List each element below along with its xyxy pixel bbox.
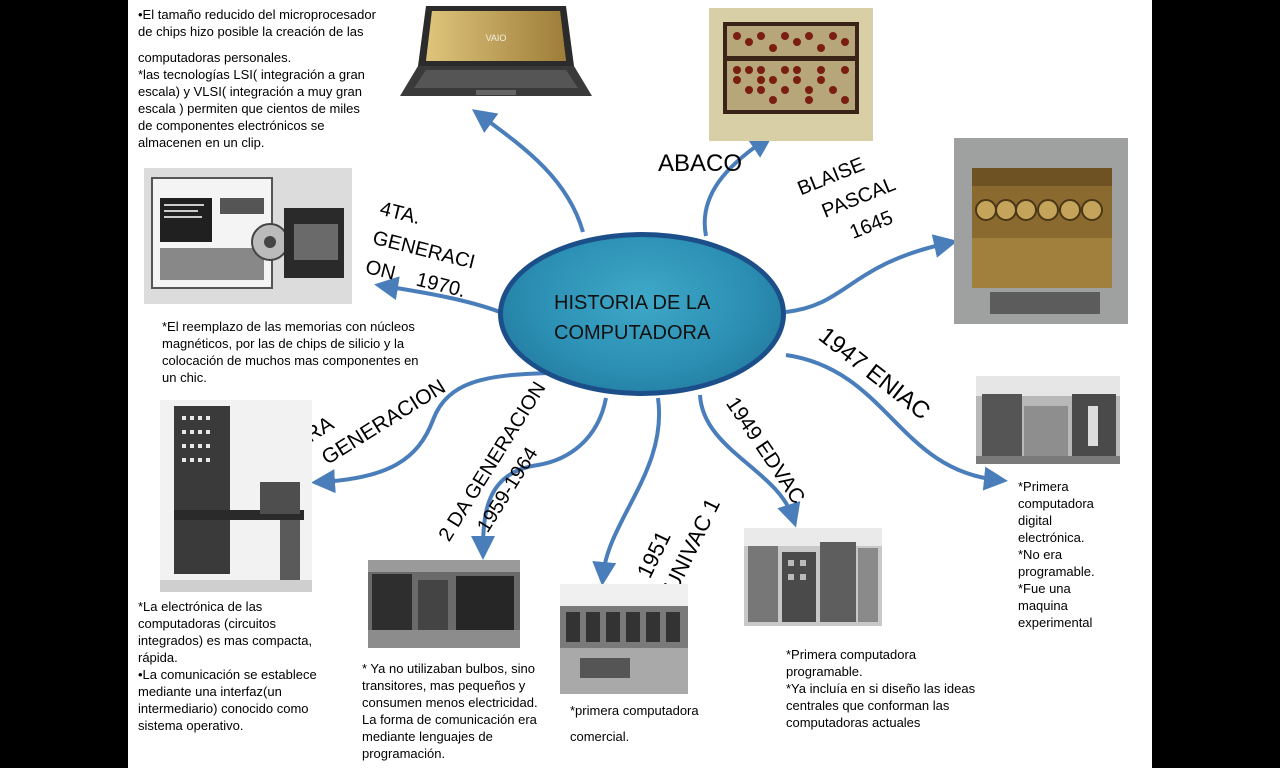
cuarta-desc-line: un chic. [162, 370, 207, 385]
edvac-image [744, 528, 882, 626]
segunda-desc-line: La forma de comunicación era [362, 712, 537, 727]
eniac-desc-line: *Primera [1018, 479, 1069, 494]
central-title-line2: COMPUTADORA [554, 322, 711, 344]
pascaline-image [954, 138, 1128, 324]
eniac-desc-line: electrónica. [1018, 530, 1085, 545]
cuarta-description: *El reemplazo de las memorias con núcleo… [162, 318, 462, 386]
edvac-desc-line: programable. [786, 664, 863, 679]
laptop-image: VAIO [396, 4, 596, 104]
edvac-desc-line: centrales que conforman las [786, 698, 950, 713]
tercera-desc-line: sistema operativo. [138, 718, 244, 733]
arrow-segunda [471, 397, 608, 560]
cuarta-desc-line: *El reemplazo de las memorias con núcleo… [162, 319, 415, 334]
laptop-brand: VAIO [486, 33, 507, 43]
laptop-description: •El tamaño reducido del microprocesador … [138, 6, 398, 151]
tercera-desc-line: computadoras (circuitos [138, 616, 276, 631]
eniac-desc-line: *No era [1018, 547, 1063, 562]
eniac-desc-line: maquina [1018, 598, 1068, 613]
univac-desc-line: comercial. [570, 729, 630, 744]
laptop-desc-line: *las tecnologías LSI( integración a gran [138, 67, 365, 82]
tercera-description: *La electrónica de las computadoras (cir… [138, 598, 358, 734]
segunda-image [368, 560, 520, 648]
central-title: HISTORIA DE LA COMPUTADORA [554, 288, 744, 348]
eniac-description: *Primera computadora digital electrónica… [1018, 478, 1138, 631]
laptop-desc-line: almacenen en un clip. [138, 135, 265, 150]
segunda-desc-line: transitores, mas pequeños y [362, 678, 526, 693]
tercera-desc-line: *La electrónica de las [138, 599, 263, 614]
laptop-desc-line: computadoras personales. [138, 50, 292, 65]
segunda-description: * Ya no utilizaban bulbos, sino transito… [362, 660, 562, 762]
arrow-univac [592, 397, 662, 586]
tercera-desc-line: integrados) es mas compacta, [138, 633, 313, 648]
central-node [498, 232, 786, 396]
abacus-image [709, 8, 873, 141]
eniac-desc-line: experimental [1018, 615, 1093, 630]
laptop-desc-line: de componentes electrónicos se [138, 118, 325, 133]
tercera-desc-line: intermediario) conocido como [138, 701, 309, 716]
univac-description: *primera computadora comercial. [570, 702, 770, 745]
laptop-desc-line: •El tamaño reducido del microprocesador [138, 7, 376, 22]
slide: HISTORIA DE LA COMPUTADORA VAIO •El tama… [128, 0, 1152, 768]
arrow-laptop [471, 109, 585, 233]
edvac-desc-line: computadoras actuales [786, 715, 921, 730]
segunda-desc-line: programación. [362, 746, 446, 761]
edvac-desc-line: *Primera computadora [786, 647, 917, 662]
eniac-desc-line: digital [1018, 513, 1052, 528]
univac-desc-line: *primera computadora [570, 703, 699, 718]
arrow-cuarta [374, 276, 501, 314]
segunda-desc-line: mediante lenguajes de [362, 729, 493, 744]
arrow-eniac [785, 353, 1008, 491]
univac-image [560, 584, 688, 694]
edvac-desc-line: *Ya incluía en si diseño las ideas [786, 681, 976, 696]
arrow-pascal [785, 234, 958, 314]
segunda-desc-line: * Ya no utilizaban bulbos, sino [362, 661, 535, 676]
edvac-description: *Primera computadora programable. *Ya in… [786, 646, 1016, 731]
eniac-desc-line: computadora [1018, 496, 1094, 511]
connector-arrows [311, 109, 1008, 586]
eniac-desc-line: *Fue una [1018, 581, 1071, 596]
laptop-desc-line: de chips hizo posible la creación de las [138, 24, 364, 39]
abaco-label: ABACO [658, 150, 743, 177]
cuarta-desc-line: magnéticos, por las de chips de silicio … [162, 336, 405, 351]
tercera-desc-line: mediante una interfaz(un [138, 684, 282, 699]
tercera-desc-line: •La comunicación se establece [138, 667, 317, 682]
laptop-desc-line: escala) y VLSI( integración a muy gran [138, 84, 362, 99]
tercera-image [160, 400, 312, 592]
eniac-image [976, 376, 1120, 464]
cuarta-image [144, 168, 352, 304]
central-title-line1: HISTORIA DE LA [554, 292, 711, 314]
tercera-desc-line: rápida. [138, 650, 178, 665]
segunda-desc-line: consumen menos electricidad. [362, 695, 538, 710]
arrow-abaco [702, 134, 774, 237]
laptop-desc-line: escala ) permiten que cientos de miles [138, 101, 360, 116]
eniac-desc-line: programable. [1018, 564, 1095, 579]
arrow-edvac [698, 394, 801, 528]
arrow-tercera [311, 371, 549, 494]
cuarta-desc-line: colocación de muchos mas componentes en [162, 353, 419, 368]
